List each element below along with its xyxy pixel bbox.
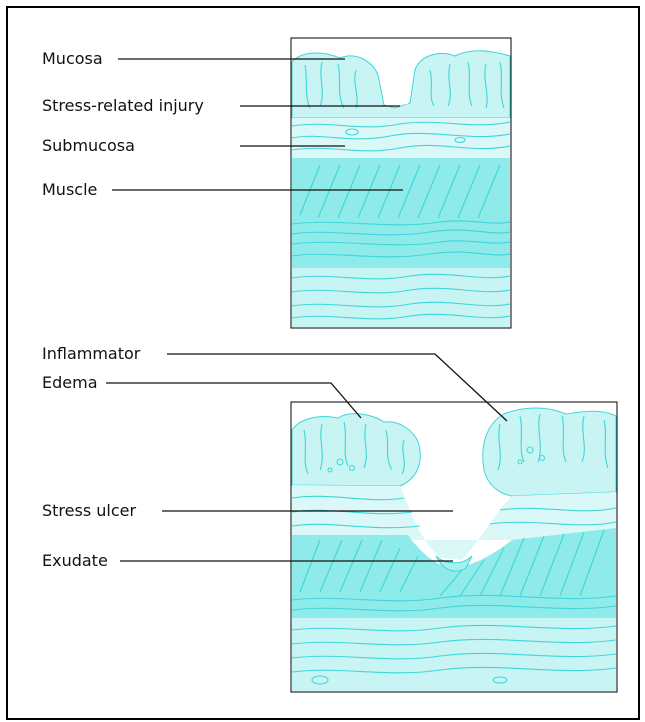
label-muscle: Muscle bbox=[42, 180, 97, 199]
bottom-left-mound bbox=[292, 414, 420, 486]
label-stress-ulcer: Stress ulcer bbox=[42, 501, 136, 520]
label-submucosa: Submucosa bbox=[42, 136, 135, 155]
label-mucosa: Mucosa bbox=[42, 49, 103, 68]
label-edema: Edema bbox=[42, 373, 98, 392]
top-panel bbox=[291, 38, 511, 328]
top-muscle bbox=[292, 158, 510, 268]
label-inflammator: Inflammator bbox=[42, 344, 141, 363]
label-stress-related-injury: Stress-related injury bbox=[42, 96, 204, 115]
bottom-panel bbox=[291, 402, 617, 692]
label-exudate: Exudate bbox=[42, 551, 108, 570]
bottom-right-mound bbox=[483, 408, 616, 496]
